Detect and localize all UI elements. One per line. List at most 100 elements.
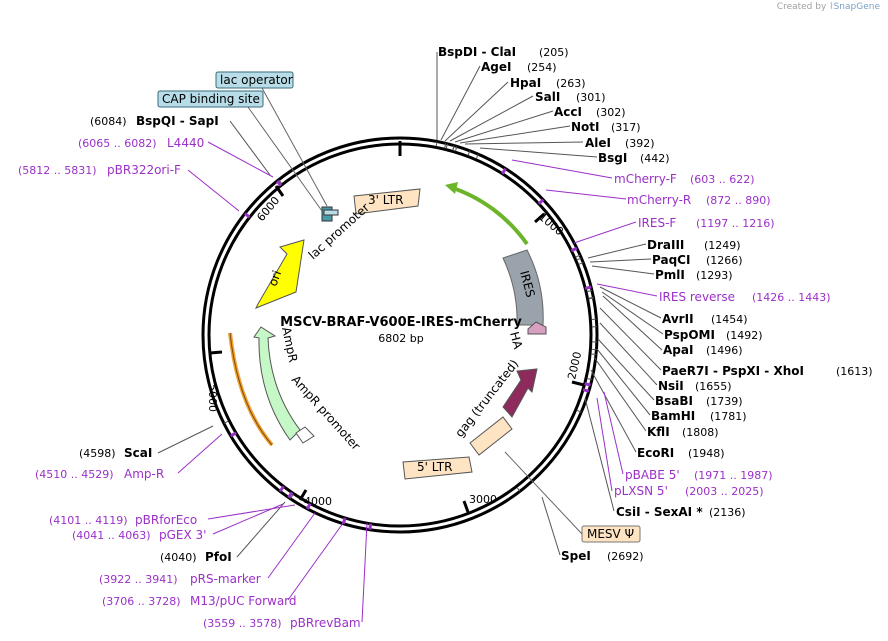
enzyme-position: (2136) <box>709 506 746 519</box>
mesv-leader <box>504 451 583 535</box>
enzyme-site-mark <box>586 290 593 293</box>
enzyme-position: (302) <box>596 106 626 119</box>
enzyme-label: BsaBI <box>655 394 693 408</box>
enzyme-position: (254) <box>527 61 557 74</box>
credit-brand: SnapGene <box>833 2 880 12</box>
lac-operator-box[interactable] <box>215 71 294 89</box>
tick-marks <box>209 185 585 513</box>
ori-feature[interactable] <box>254 239 305 309</box>
enzyme-position: (1454) <box>711 313 748 326</box>
enzyme-site-mark <box>467 150 471 156</box>
enzyme-leaders <box>157 52 664 558</box>
ltr3-label: 3' LTR <box>368 193 403 207</box>
primer-site-mark <box>306 502 312 510</box>
primer-site-mark <box>584 382 591 387</box>
enzyme-label: BspQI - SapI <box>136 114 219 128</box>
enzyme-site-mark <box>578 262 584 265</box>
ha-feature[interactable] <box>527 321 547 335</box>
primer-label: L4440 <box>167 136 204 150</box>
mcherry-feature[interactable] <box>449 185 529 246</box>
enzyme-site-marks <box>223 141 597 499</box>
tick-mark <box>209 350 223 355</box>
enzyme-site-mark <box>278 179 283 185</box>
enzyme-site-mark <box>588 296 594 299</box>
credit-prefix: Created by <box>776 2 827 12</box>
cap-site-leader <box>247 106 323 212</box>
primer-label: pGEX 3' <box>159 528 206 542</box>
enzyme-label: NotI <box>571 120 600 134</box>
primer-range: (3559 .. 3578) <box>203 617 282 630</box>
enzyme-site-mark <box>588 297 594 300</box>
enzyme-site-mark <box>454 146 458 152</box>
cap-site-box[interactable] <box>157 90 264 108</box>
enzyme-position: (4040) <box>160 551 197 564</box>
enzyme-position: (1496) <box>706 344 743 357</box>
ltr3-feature[interactable] <box>353 188 421 215</box>
enzyme-position: (1781) <box>710 410 747 423</box>
orange-feature-outline <box>229 332 273 446</box>
primer-range: (5812 .. 5831) <box>18 164 97 177</box>
enzyme-site-mark <box>445 143 448 149</box>
enzyme-position: (4598) <box>79 447 116 460</box>
tick-mark <box>534 212 545 224</box>
plasmid-length: 6802 bp <box>378 332 423 345</box>
enzyme-label: SalI <box>535 90 560 104</box>
primer-range: (4101 .. 4119) <box>49 514 128 527</box>
enzyme-position: (1808) <box>682 426 719 439</box>
primer-label: pBABE 5' <box>625 468 680 482</box>
lac-operator-box-label: lac operator <box>220 73 293 87</box>
snapgene-credit: Created by ⌇SnapGene <box>777 2 880 12</box>
tick-label-2000: 2000 <box>565 350 584 380</box>
ltr5-label: 5' LTR <box>417 460 452 474</box>
enzyme-position: (205) <box>539 46 569 59</box>
backbone-outer <box>201 136 599 534</box>
enzyme-label: PspOMI <box>664 328 715 342</box>
enzyme-site-mark <box>576 409 582 413</box>
primer-range: (2003 .. 2025) <box>685 485 764 498</box>
enzyme-position: (1613) <box>836 365 873 378</box>
ha-label: HA <box>507 330 525 351</box>
primer-site-mark <box>501 167 507 175</box>
mcherry-arrowhead <box>445 182 458 194</box>
primer-label: pRS-marker <box>190 572 261 586</box>
enzyme-label: ApaI <box>663 343 693 357</box>
primer-label: pBRforEco <box>135 513 197 527</box>
enzyme-position: (1249) <box>704 239 741 252</box>
primer-site-mark <box>287 491 294 499</box>
ires-label: IRES <box>517 269 538 299</box>
enzyme-site-mark <box>452 145 455 151</box>
enzyme-site-mark <box>435 141 438 147</box>
primer-label: IRES reverse <box>659 290 735 304</box>
enzyme-position: (263) <box>556 77 586 90</box>
ampr-promoter-feature[interactable] <box>295 426 315 444</box>
enzyme-label: PmlI <box>655 268 685 282</box>
enzyme-label: AvrII <box>662 312 694 326</box>
tick-label-5000: 5000 <box>206 384 219 412</box>
ampr-promoter-label: AmpR promoter <box>289 373 363 453</box>
enzyme-position: (317) <box>611 121 641 134</box>
tick-mark <box>274 185 285 197</box>
cap-site-box-label: CAP binding site <box>162 92 260 106</box>
primer-range: (3922 .. 3941) <box>99 573 178 586</box>
tick-mark <box>298 489 308 501</box>
ltr5-feature[interactable] <box>402 456 473 480</box>
primer-label: IRES-F <box>638 216 676 230</box>
lac-operator-leader <box>261 87 328 207</box>
primer-label: mCherry-R <box>627 193 691 207</box>
cap-site-feature[interactable] <box>323 209 339 216</box>
enzyme-label: PaqCI <box>652 253 690 267</box>
enzyme-label: AleI <box>585 136 611 150</box>
primer-site-mark <box>275 180 283 187</box>
enzyme-label: AccI <box>554 105 582 119</box>
primer-range: (603 .. 622) <box>690 173 755 186</box>
enzyme-site-mark <box>575 254 581 258</box>
enzyme-label: BsgI <box>598 151 627 165</box>
braf-feature[interactable] <box>502 368 538 418</box>
gag-feature[interactable] <box>469 416 513 456</box>
enzyme-position: (2692) <box>607 550 644 563</box>
primer-label: Amp-R <box>124 467 164 481</box>
primer-site-mark <box>537 198 545 205</box>
ori-label: ori <box>266 269 284 288</box>
primer-label: mCherry-F <box>614 172 677 186</box>
